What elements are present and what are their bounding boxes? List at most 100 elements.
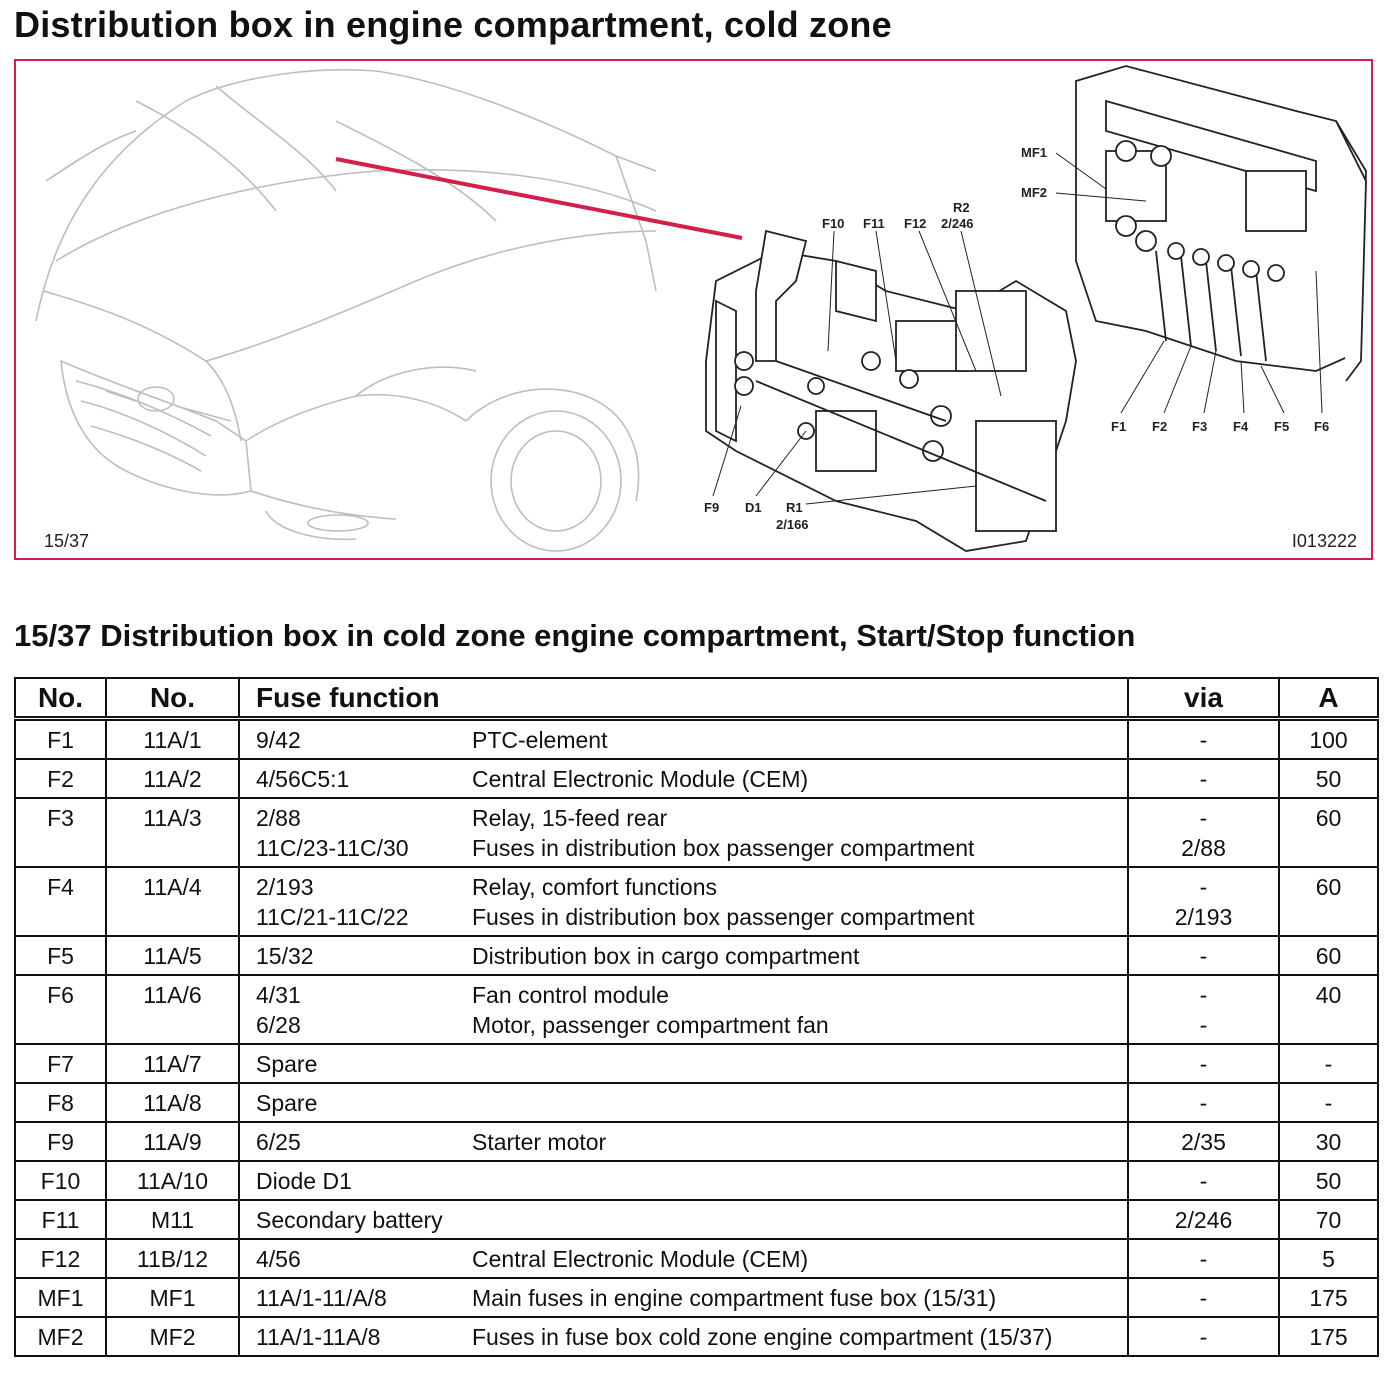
fuse-amperage: 60 xyxy=(1278,866,1379,937)
function-code: 6/28 xyxy=(256,1012,301,1038)
fuse-via: - xyxy=(1127,1043,1280,1084)
via-value: 2/193 xyxy=(1174,904,1233,930)
fuse-amperage: 50 xyxy=(1278,758,1379,799)
fuse-function: 11A/1-11/A/8 Main fuses in engine compart… xyxy=(238,1277,1129,1318)
label-f10: F10 xyxy=(822,216,844,231)
function-code: 2/88 xyxy=(256,805,301,831)
via-value: - xyxy=(1199,805,1208,831)
fuse-amperage: 40 xyxy=(1278,974,1379,1045)
figure-page-ref: 15/37 xyxy=(44,531,90,551)
figure-image-id: I013222 xyxy=(1291,531,1357,551)
function-description: Fan control module xyxy=(472,982,669,1008)
function-code: Spare xyxy=(256,1051,318,1077)
fuse-via: 2/246 xyxy=(1127,1199,1280,1240)
function-line: 11C/21-11C/22 Fuses in distribution box p… xyxy=(256,902,1127,932)
fuse-position: 11A/6 xyxy=(105,974,240,1045)
via-value: - xyxy=(1199,1168,1208,1194)
label-f5: F5 xyxy=(1274,419,1289,434)
function-description: Relay, comfort functions xyxy=(472,874,718,900)
illustration-drawing: F10 F11 F12 R2 2/246 MF1 MF2 F1 F2 F3 F4… xyxy=(35,65,1367,552)
label-f12: F12 xyxy=(904,216,926,231)
function-line: 2/88 Relay, 15-feed rear xyxy=(256,803,1127,833)
fuse-position: MF1 xyxy=(105,1277,240,1318)
function-code: 9/42 xyxy=(256,727,301,753)
header-fuse-function: Fuse function xyxy=(238,677,1129,721)
fuse-amperage: 70 xyxy=(1278,1199,1379,1240)
via-value: - xyxy=(1199,943,1208,969)
function-description: Motor, passenger compartment fan xyxy=(472,1012,829,1038)
fuse-amperage: - xyxy=(1278,1043,1379,1084)
function-code: Diode D1 xyxy=(256,1168,352,1194)
fuse-position: 11A/10 xyxy=(105,1160,240,1201)
label-r1: R1 xyxy=(786,500,803,515)
via-value: - xyxy=(1199,982,1208,1008)
fuse-amperage: 60 xyxy=(1278,797,1379,868)
function-code: 11A/1-11/A/8 xyxy=(256,1285,387,1311)
header-no-2: No. xyxy=(105,677,240,721)
via-value: - xyxy=(1199,1090,1208,1116)
header-via: via xyxy=(1127,677,1280,721)
fuse-amperage: 30 xyxy=(1278,1121,1379,1162)
fuse-function: Spare xyxy=(238,1043,1129,1084)
fuse-via: - xyxy=(1127,758,1280,799)
page-title: Distribution box in engine compartment, … xyxy=(14,4,892,45)
function-description: Main fuses in engine compartment fuse bo… xyxy=(472,1285,997,1311)
via-value: - xyxy=(1199,1012,1208,1038)
fuse-box-illustration: F10 F11 F12 R2 2/246 MF1 MF2 F1 F2 F3 F4… xyxy=(14,59,1373,560)
right-fuse-box xyxy=(1075,65,1367,382)
via-value: 2/246 xyxy=(1174,1207,1233,1233)
label-r2-number: 2/246 xyxy=(941,216,974,231)
fuse-amperage: 175 xyxy=(1278,1277,1379,1318)
car-outline xyxy=(35,69,657,552)
function-line: 11A/1-11/A/8 Main fuses in engine compart… xyxy=(256,1283,1127,1313)
via-value: - xyxy=(1199,1246,1208,1272)
fuse-number: F9 xyxy=(14,1121,107,1162)
pointer-lines xyxy=(712,152,1323,505)
label-f3: F3 xyxy=(1192,419,1207,434)
fuse-position: 11A/4 xyxy=(105,866,240,937)
function-code: 11C/21-11C/22 xyxy=(256,904,409,930)
function-description: Relay, 15-feed rear xyxy=(472,805,668,831)
fuse-amperage: 50 xyxy=(1278,1160,1379,1201)
fuse-number: F10 xyxy=(14,1160,107,1201)
fuse-position: 11A/8 xyxy=(105,1082,240,1123)
function-description: Fuses in distribution box passenger comp… xyxy=(472,904,975,930)
fuse-number: F5 xyxy=(14,935,107,976)
via-value: - xyxy=(1199,766,1208,792)
fuse-number: F1 xyxy=(14,717,107,760)
label-mf1: MF1 xyxy=(1021,145,1047,160)
function-line: Diode D1 xyxy=(256,1166,1127,1196)
fuse-number: F7 xyxy=(14,1043,107,1084)
label-d1: D1 xyxy=(745,500,762,515)
center-fuse-box xyxy=(705,229,1077,552)
fuse-via: -2/193 xyxy=(1127,866,1280,937)
via-value: 2/88 xyxy=(1181,835,1226,861)
function-line: 6/28 Motor, passenger compartment fan xyxy=(256,1010,1127,1040)
via-value: - xyxy=(1199,1051,1208,1077)
fuse-amperage: 60 xyxy=(1278,935,1379,976)
fuse-number: MF1 xyxy=(14,1277,107,1318)
fuse-position: 11B/12 xyxy=(105,1238,240,1279)
